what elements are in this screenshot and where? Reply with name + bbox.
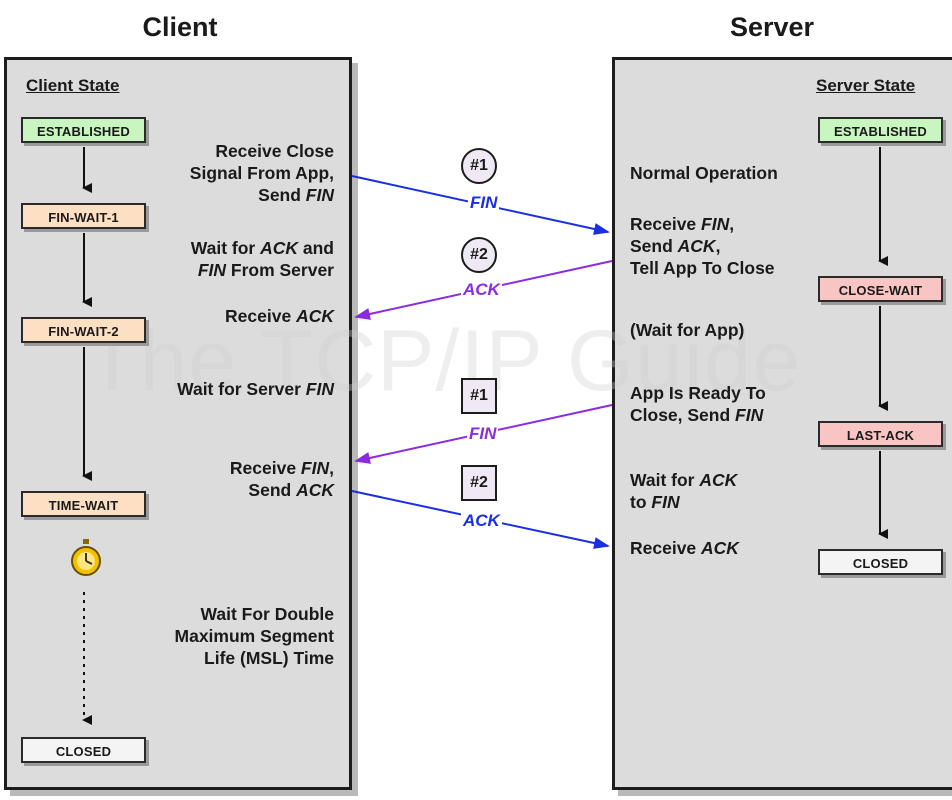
message-3-label: FIN — [467, 424, 499, 444]
server-desc-receive-ack: Receive ACK — [630, 538, 739, 558]
watermark-text: The TCP/IP Guide — [86, 313, 802, 409]
client-desc-wait-server-fin: Wait for Server FIN — [177, 379, 334, 399]
client-state-heading: Client State — [26, 76, 120, 95]
client-panel — [4, 57, 352, 790]
client-state-closed: CLOSED — [21, 737, 146, 763]
server-desc-wait-ack: Wait for ACK to FIN — [630, 470, 738, 512]
stopwatch-icon — [68, 538, 104, 578]
message-2-label: ACK — [461, 280, 502, 300]
server-desc-wait-for-app: (Wait for App) — [630, 320, 745, 340]
message-4-marker: #2 — [461, 465, 497, 501]
message-1-label: FIN — [468, 193, 500, 213]
client-desc-close-signal: Receive Close Signal From App, Send FIN — [189, 141, 334, 205]
server-title: Server — [729, 12, 815, 42]
server-desc-normal-operation: Normal Operation — [630, 163, 778, 183]
client-desc-wait-ack-fin: Wait for ACK and FIN From Server — [190, 238, 334, 280]
message-3-marker: #1 — [461, 378, 497, 414]
client-state-time-wait: TIME-WAIT — [21, 491, 146, 517]
server-state-last-ack: LAST-ACK — [818, 421, 943, 447]
client-title: Client — [142, 12, 218, 42]
server-state-established: ESTABLISHED — [818, 117, 943, 143]
client-state-fin-wait-2: FIN-WAIT-2 — [21, 317, 146, 343]
client-desc-wait-2msl: Wait For Double Maximum Segment Life (MS… — [174, 604, 334, 668]
server-desc-app-ready-send-fin: App Is Ready To Close, Send FIN — [630, 383, 766, 425]
client-state-established: ESTABLISHED — [21, 117, 146, 143]
message-2-marker: #2 — [461, 237, 497, 273]
server-state-close-wait: CLOSE-WAIT — [818, 276, 943, 302]
message-1-marker: #1 — [461, 148, 497, 184]
server-desc-receive-fin-send-ack: Receive FIN, Send ACK, Tell App To Close — [630, 214, 775, 278]
client-state-fin-wait-1: FIN-WAIT-1 — [21, 203, 146, 229]
server-state-closed: CLOSED — [818, 549, 943, 575]
client-desc-receive-fin-send-ack: Receive FIN, Send ACK — [229, 458, 334, 500]
message-4-label: ACK — [461, 511, 502, 531]
client-desc-receive-ack: Receive ACK — [225, 306, 334, 326]
server-state-heading: Server State — [816, 76, 916, 95]
